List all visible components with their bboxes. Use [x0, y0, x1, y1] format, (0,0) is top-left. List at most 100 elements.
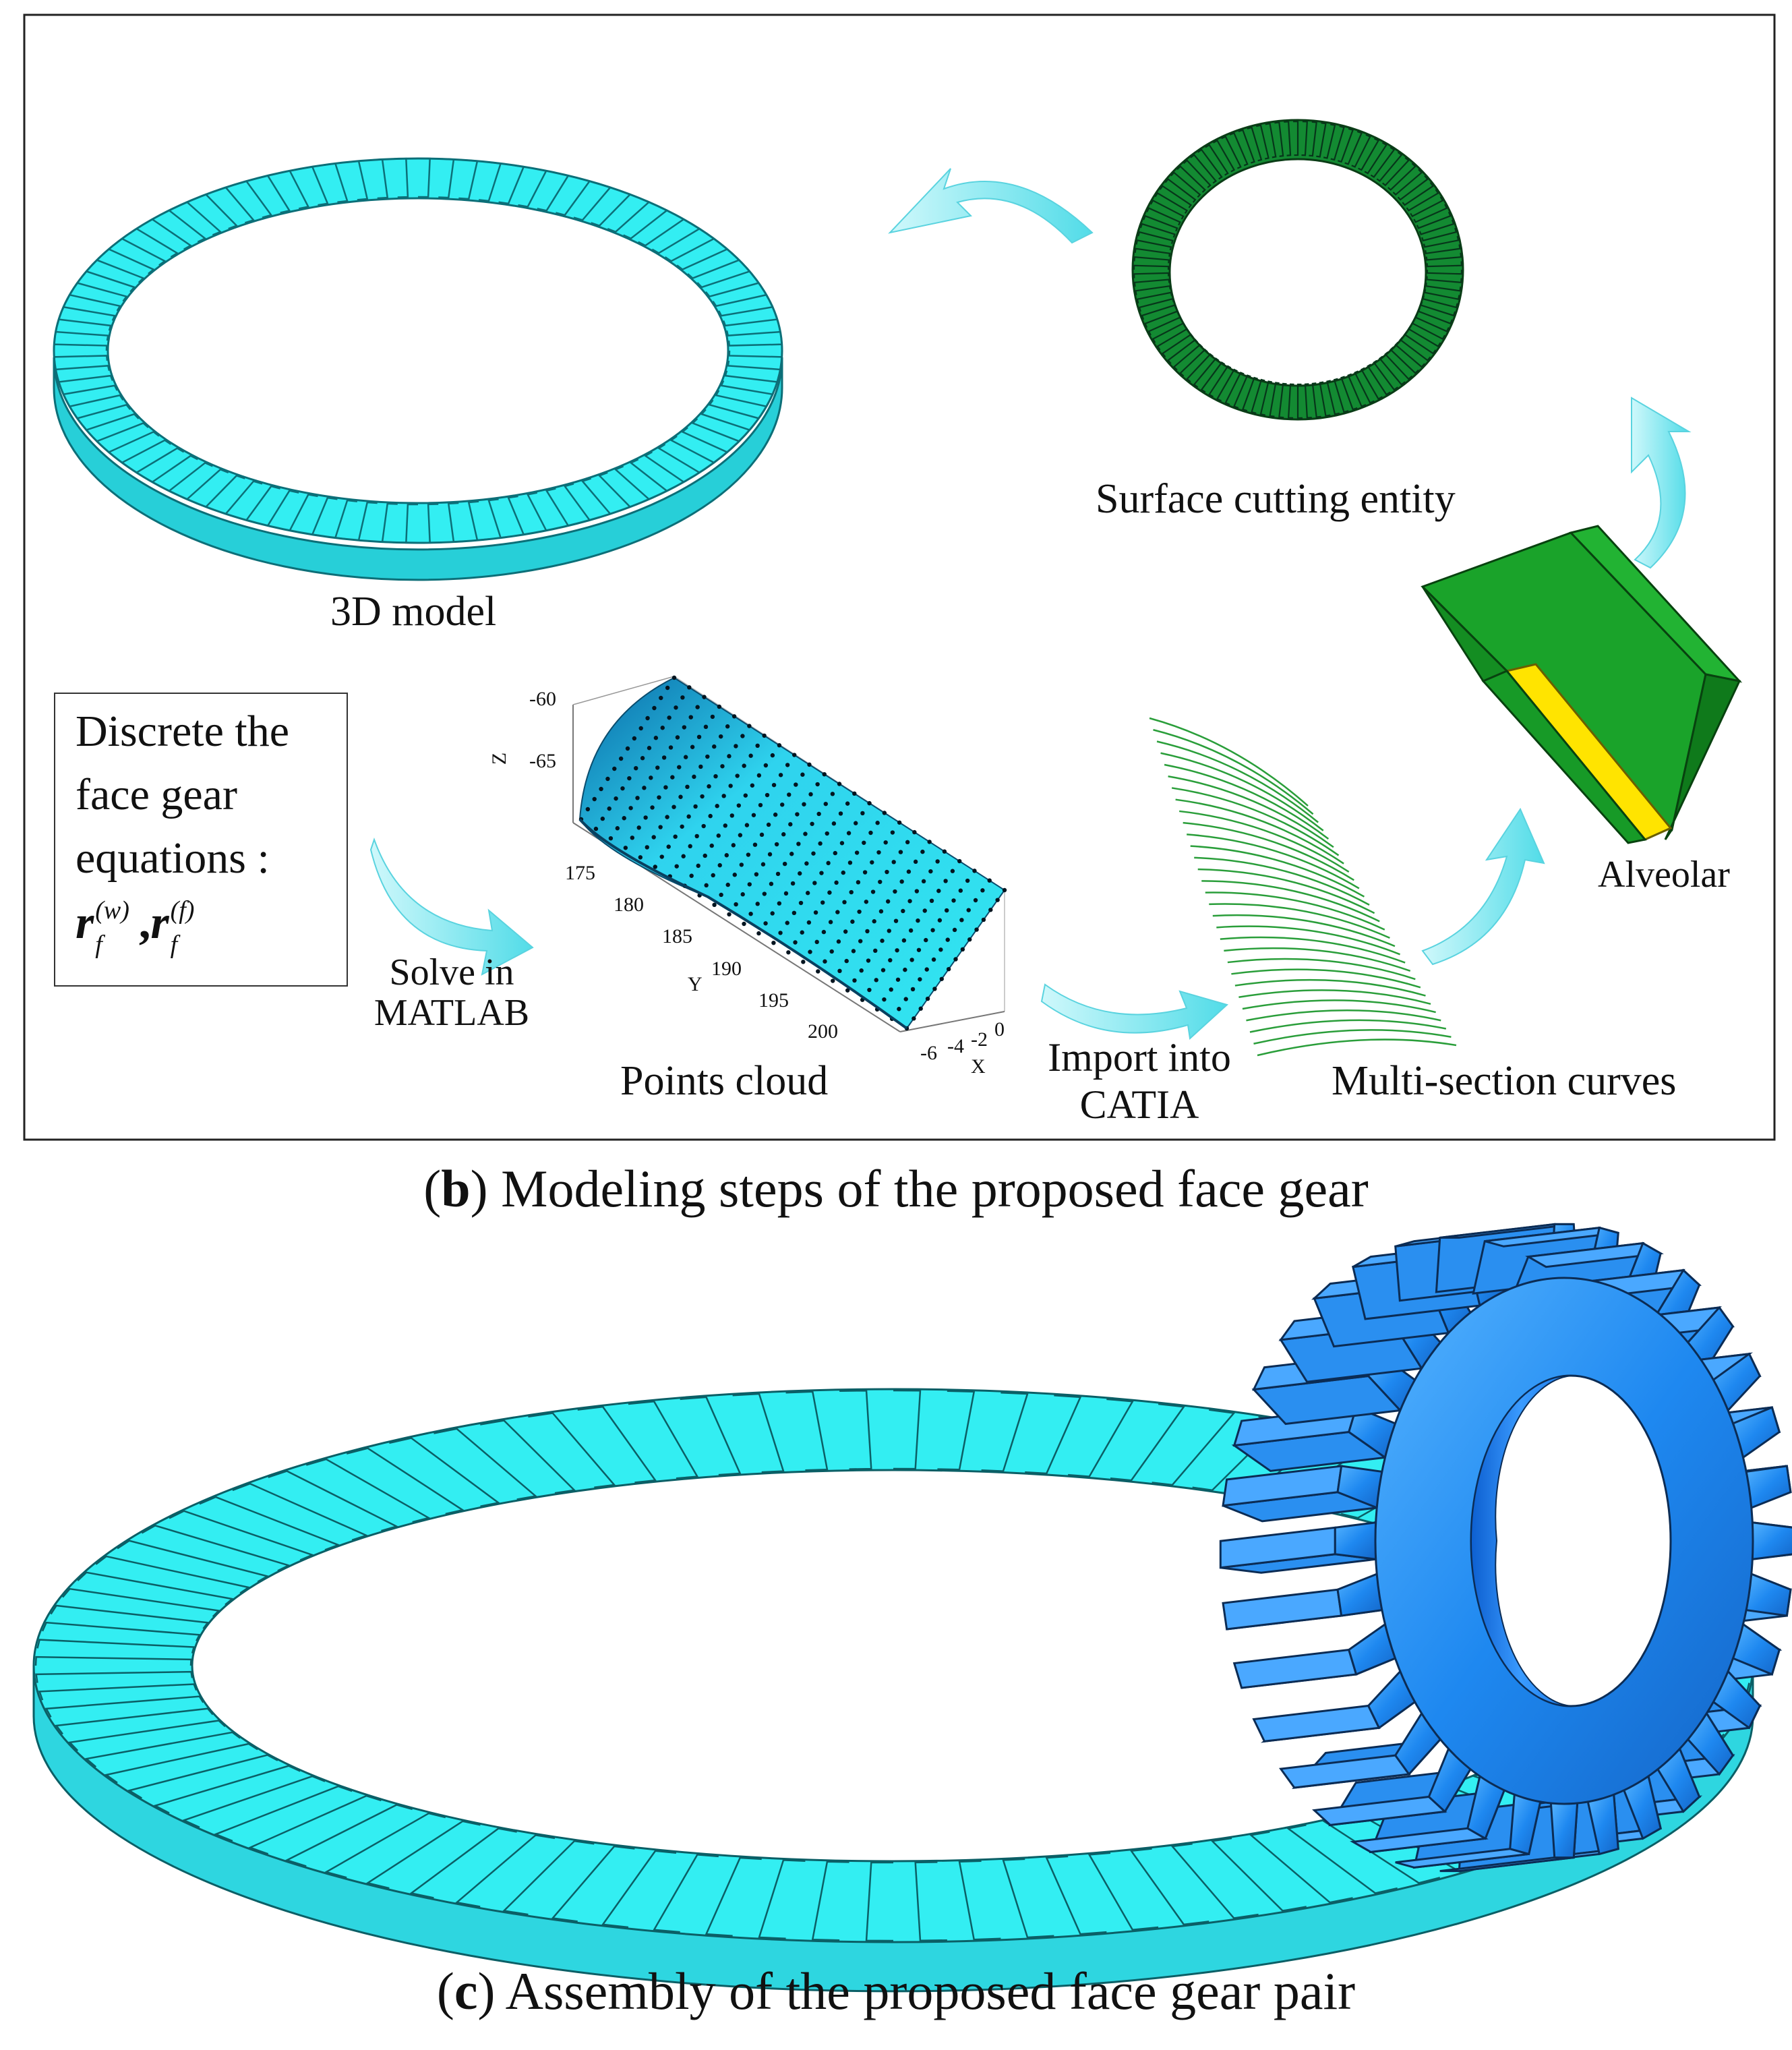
gear-tooth-line: [1426, 261, 1463, 268]
cloud-point: [866, 958, 871, 963]
gear-tooth-line: [573, 183, 612, 221]
cloud-point: [716, 833, 721, 838]
section-curve: [1257, 1038, 1457, 1057]
cloud-point: [688, 844, 692, 849]
cloud-point: [724, 853, 729, 858]
cloud-point: [909, 958, 914, 962]
gear-tooth-line: [55, 1707, 214, 1735]
gear-tooth-line: [638, 214, 686, 247]
cloud-point: [901, 938, 907, 943]
cloud-point: [875, 821, 880, 825]
gear-tooth-line: [1087, 1852, 1159, 1931]
gear-tooth-line: [1422, 295, 1458, 309]
cloud-point: [841, 870, 845, 875]
gear-tooth-line: [1144, 310, 1180, 328]
cloud-point: [950, 869, 955, 873]
gear-tooth-line: [1316, 122, 1327, 158]
cloud-point: [808, 949, 812, 954]
gear-tooth-line: [718, 300, 774, 317]
arrow-surface-to-3d: [888, 168, 1094, 244]
gear-tooth-line: [76, 403, 131, 425]
gear-tooth-line: [128, 227, 179, 258]
cloud-point: [696, 863, 700, 869]
cloud-point: [636, 825, 641, 830]
cloud-point: [780, 802, 785, 807]
cloud-point: [628, 806, 633, 811]
gear-tooth-line: [811, 1861, 849, 1941]
cloud-point: [966, 908, 971, 912]
gear-tooth-line: [722, 312, 779, 327]
cloud-point: [622, 816, 626, 821]
cloud-point: [870, 889, 876, 894]
cloud-point: [653, 736, 659, 740]
arrow-solve-matlab: [369, 837, 534, 976]
cloud-point: [818, 841, 823, 846]
cloud-point: [709, 843, 714, 848]
gear-tooth-line: [607, 197, 651, 233]
gear-tooth-line: [1373, 359, 1399, 391]
cloud-point: [734, 744, 738, 749]
gear-tooth-line: [1190, 154, 1218, 184]
gear-tooth-line: [1340, 376, 1358, 411]
cloud-point: [778, 931, 783, 935]
cloud-point: [683, 755, 688, 759]
gear-tooth-line: [1164, 178, 1197, 203]
gear-tooth-line: [1399, 336, 1431, 361]
gear-tooth-line: [1286, 1824, 1398, 1894]
gear-tooth-line: [623, 205, 669, 240]
cloud-point: [795, 812, 800, 817]
gear-tooth-line: [1402, 182, 1435, 206]
gear-tooth-line: [700, 409, 755, 432]
gear-tooth-line: [727, 338, 783, 347]
cloud-point: [845, 988, 850, 993]
cloud-point: [914, 889, 920, 894]
plot-x-tick-neg6: -6: [920, 1042, 937, 1064]
gear-tooth-line: [305, 1458, 431, 1523]
cloud-point: [762, 733, 767, 738]
cloud-point: [715, 804, 719, 809]
gear-tooth-line: [1133, 272, 1170, 279]
label-alveolar: Alveolar: [1598, 854, 1730, 896]
gear-tooth-line: [680, 1396, 742, 1476]
gear-tooth-line: [1208, 365, 1232, 398]
section-curve: [1209, 903, 1390, 939]
section-curve: [1194, 856, 1370, 906]
gear-tooth-line: [447, 502, 466, 543]
gear-tooth-line: [937, 1390, 976, 1471]
gear-tooth-line: [1210, 1837, 1307, 1912]
section-curve: [1187, 833, 1360, 889]
gear-tooth-line: [1360, 367, 1383, 401]
cloud-point: [640, 756, 645, 761]
plot-z-tick-65: -65: [529, 750, 556, 772]
gear-tooth-line: [1259, 380, 1273, 416]
gear-tooth-line: [81, 270, 136, 293]
cloud-point: [974, 927, 979, 932]
gear-tooth-line: [67, 1720, 226, 1751]
cloud-point: [951, 898, 956, 903]
cloud-point: [856, 880, 861, 885]
gear-tooth-line: [150, 455, 198, 488]
gear-tooth-line: [68, 394, 124, 413]
cloud-point: [972, 869, 977, 873]
cloud-point: [747, 882, 752, 887]
cloud-point: [728, 784, 733, 788]
gear-tooth-line: [53, 355, 109, 363]
cloud-point: [752, 842, 758, 847]
cloud-point: [789, 852, 794, 856]
gear-tooth-line: [141, 1524, 291, 1572]
gear-tooth-line: [152, 1765, 301, 1814]
gear-tooth-line: [1421, 227, 1458, 242]
gear-tooth-line: [84, 413, 140, 436]
gear-tooth-line: [1216, 368, 1238, 402]
cloud-point: [792, 753, 797, 757]
cloud-point: [658, 825, 663, 829]
cloud-point: [685, 784, 690, 790]
cloud-point: [647, 746, 652, 751]
alveolar-shape: [1421, 525, 1743, 844]
cloud-point: [920, 849, 925, 854]
gear-tooth-line: [1136, 291, 1173, 304]
cloud-point: [876, 850, 881, 855]
cloud-point: [973, 898, 978, 903]
gear-tooth-line: [72, 282, 128, 302]
gear-tooth-line: [528, 1412, 616, 1489]
